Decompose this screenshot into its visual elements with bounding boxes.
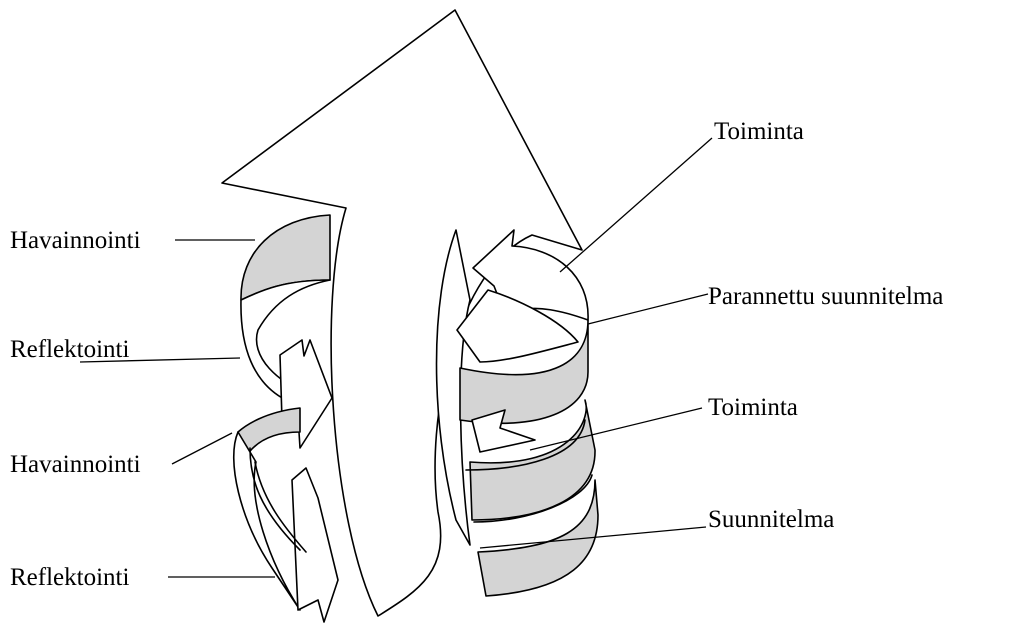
label-right-toiminta-2: Toiminta bbox=[708, 394, 798, 421]
label-left-reflektointi-1: Reflektointi bbox=[10, 336, 129, 363]
left-labels: Havainnointi Reflektointi Havainnointi R… bbox=[10, 227, 141, 591]
label-right-parannettu-suunnitelma: Parannettu suunnitelma bbox=[708, 283, 943, 310]
label-left-havainnointi-2: Havainnointi bbox=[10, 451, 141, 478]
right-spiral bbox=[437, 230, 599, 596]
label-right-toiminta-1: Toiminta bbox=[714, 118, 804, 145]
left-spiral bbox=[234, 215, 338, 622]
left-lower-arrowhead bbox=[292, 468, 338, 622]
label-left-reflektointi-2: Reflektointi bbox=[10, 564, 129, 591]
label-left-havainnointi-1: Havainnointi bbox=[10, 227, 141, 254]
label-right-suunnitelma: Suunnitelma bbox=[708, 506, 834, 533]
left-lower-white-band bbox=[234, 432, 300, 610]
right-labels: Toiminta Parannettu suunnitelma Toiminta… bbox=[708, 118, 943, 533]
